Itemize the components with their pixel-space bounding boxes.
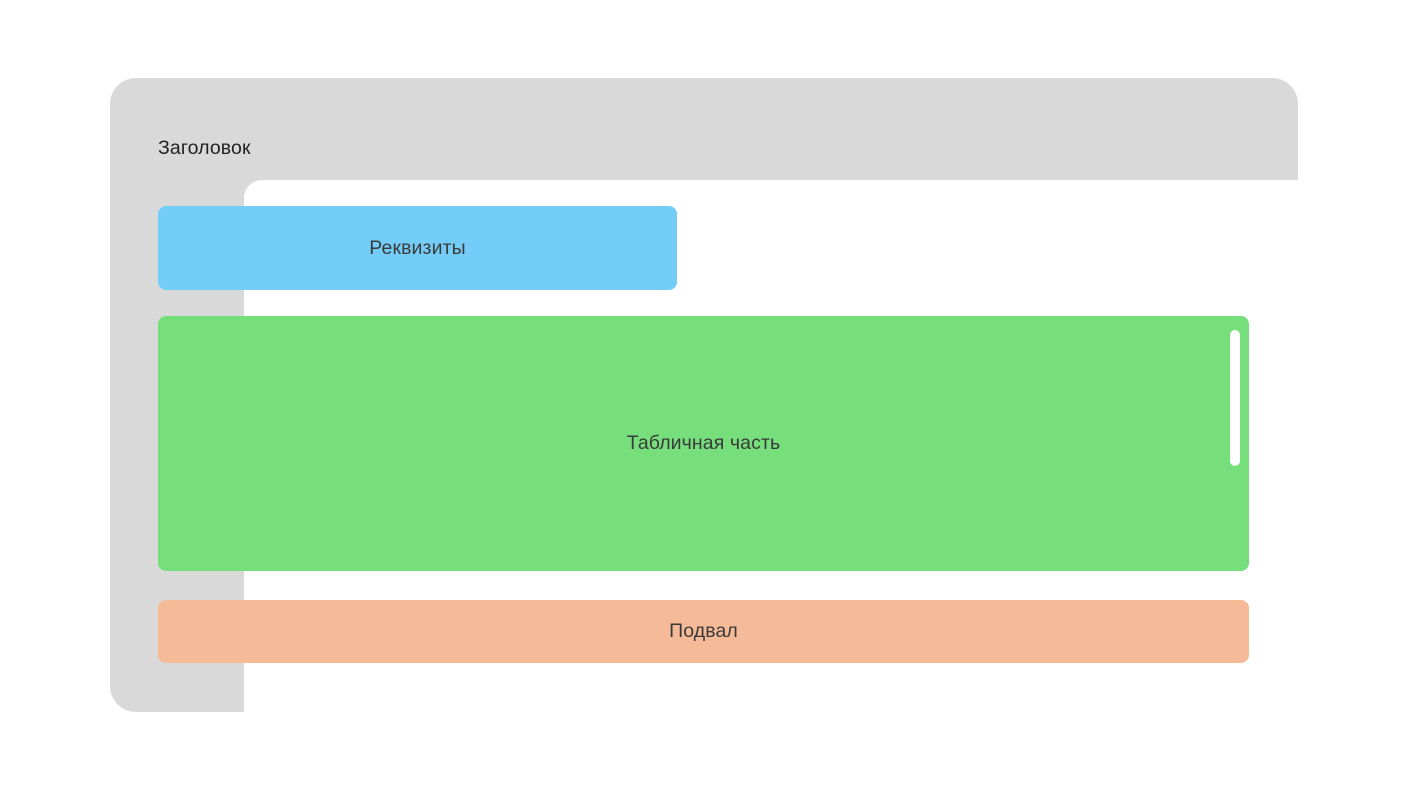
region-footer[interactable]: Подвал [158,600,1249,663]
region-attributes[interactable]: Реквизиты [158,206,677,290]
region-footer-label: Подвал [669,620,738,642]
region-attributes-label: Реквизиты [369,236,466,259]
table-scrollbar-thumb[interactable] [1230,330,1240,466]
region-table-label: Табличная часть [626,432,781,454]
region-table[interactable]: Табличная часть [158,316,1249,571]
form-title: Заголовок [158,137,251,159]
table-scrollbar[interactable] [1229,324,1241,563]
